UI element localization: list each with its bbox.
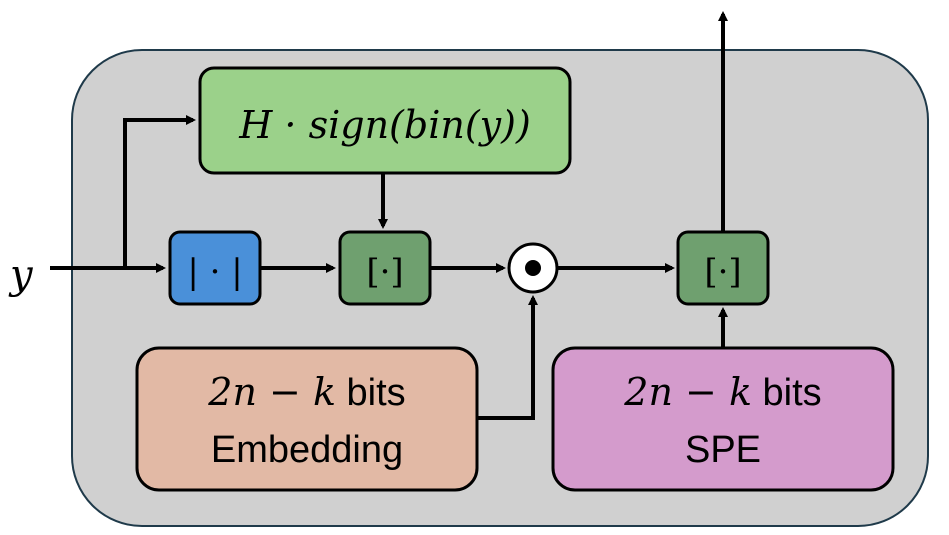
spe-line2: SPE (685, 429, 761, 471)
embedding-bits: bits (336, 372, 406, 414)
abs-label: | · | (187, 252, 242, 292)
embedding-line1: 2n − k bits (207, 370, 405, 414)
spe-bits: bits (752, 372, 822, 414)
bracket-2-label: [·] (704, 252, 741, 292)
embedding-to-multiply-arrow (477, 295, 538, 420)
multiply-node (507, 242, 559, 294)
branch-to-hsign-arrow (123, 115, 196, 268)
spe-math: 2n − k (623, 370, 752, 414)
embedding-math: 2n − k (207, 370, 336, 414)
spe-line1: 2n − k bits (623, 370, 821, 414)
bracket-block-2 (676, 230, 770, 306)
input-label: y (8, 252, 34, 298)
h-sign-label: H · sign(bin(y)) (238, 103, 531, 147)
bracket-1-label: [·] (366, 252, 403, 292)
embedding-line2: Embedding (211, 429, 403, 471)
multiply-dot-icon (525, 260, 541, 276)
